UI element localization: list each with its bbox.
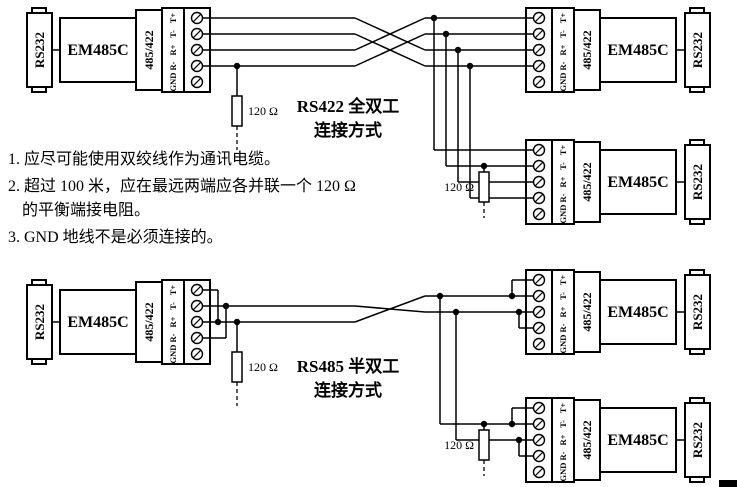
resistor-label: 120 Ω — [444, 438, 474, 452]
junction-dot — [480, 162, 488, 170]
resistor-symbol — [478, 429, 490, 461]
junction-dot — [214, 318, 222, 326]
device-rs485-right-2 — [525, 397, 711, 483]
device-rs422-right-2 — [525, 139, 711, 225]
junction-dot — [233, 318, 241, 326]
device-rs485-right-1 — [525, 269, 711, 355]
device-rs422-right-1 — [525, 7, 711, 93]
junction-dot — [233, 62, 241, 70]
resistor-label: 120 Ω — [444, 180, 474, 194]
junction-dot — [480, 420, 488, 428]
junction-dot — [442, 30, 450, 38]
junction-dot — [508, 292, 516, 300]
device-rs485-left — [26, 279, 211, 365]
junction-dot — [515, 436, 523, 444]
rs485-title-line2: 连接方式 — [314, 380, 382, 400]
resistor-symbol — [478, 171, 490, 203]
rs485-title-line1: RS485 半双工 — [297, 356, 399, 376]
rs422-bus-wires — [203, 17, 534, 199]
junction-dot — [436, 292, 444, 300]
resistor-symbol — [231, 95, 243, 127]
scan-artifact — [719, 480, 737, 487]
junction-dot — [452, 308, 460, 316]
junction-dot — [222, 302, 230, 310]
resistor-dashed-leads — [236, 126, 485, 476]
note-2-continued: 的平衡端接电阻。 — [22, 201, 150, 219]
resistor-label: 120 Ω — [248, 360, 278, 374]
note-3: 3. GND 地线不是必须连接的。 — [8, 228, 223, 246]
junction-dot — [430, 14, 438, 22]
resistor-label: 120 Ω — [248, 104, 278, 118]
junction-dot — [515, 308, 523, 316]
junction-dot — [454, 46, 462, 54]
rs422-title-line2: 连接方式 — [314, 120, 382, 140]
resistor-symbol — [231, 351, 243, 383]
device-rs422-left — [26, 7, 211, 93]
junction-dot — [466, 62, 474, 70]
rs422-title-line1: RS422 全双工 — [297, 96, 399, 116]
rs485-bus-wires — [203, 279, 534, 457]
note-1: 1. 应尽可能使用双绞线作为通讯电缆。 — [8, 149, 280, 168]
junction-dots — [214, 14, 523, 444]
note-2: 2. 超过 100 米，应在最远两端应各并联一个 120 Ω — [8, 176, 356, 195]
junction-dot — [508, 420, 516, 428]
